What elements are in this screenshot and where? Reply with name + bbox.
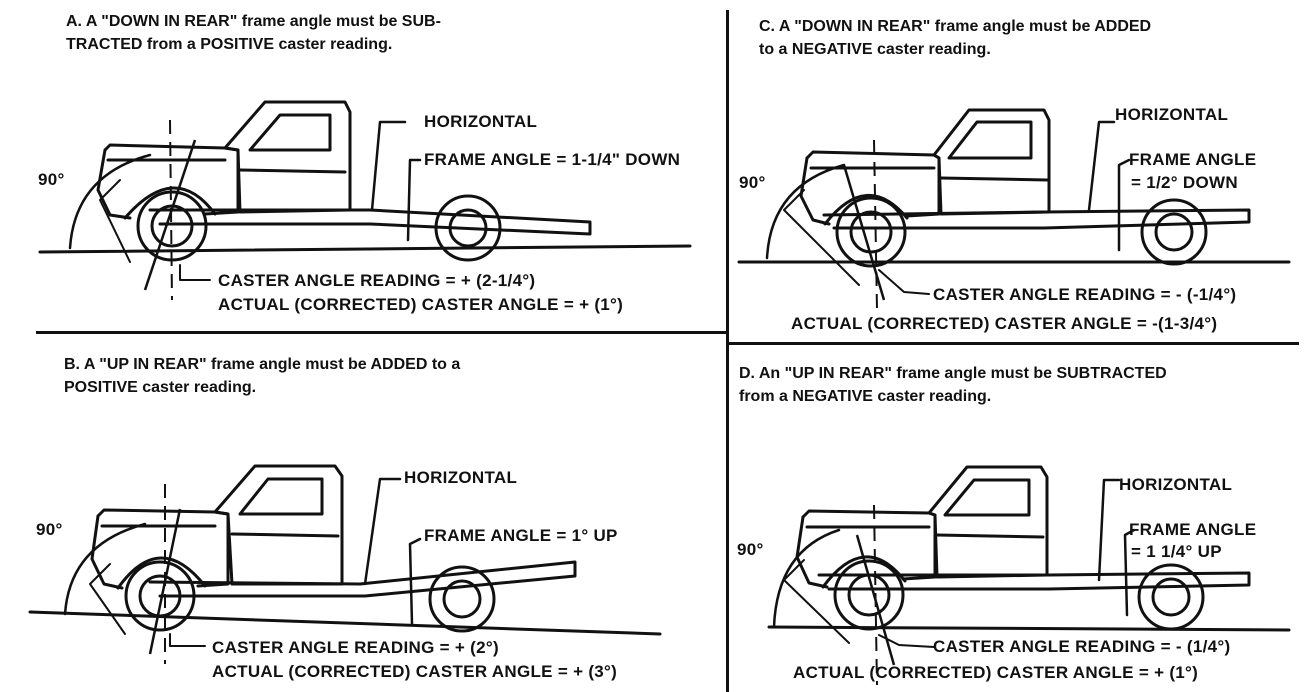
panel-b-heading-line1: B. A "UP IN REAR" frame angle must be AD… [64, 356, 461, 373]
panel-a: A. A "DOWN IN REAR" frame angle must be … [0, 0, 726, 331]
panel-a-actual-caster: ACTUAL (CORRECTED) CASTER ANGLE = + (1°) [218, 295, 624, 314]
panel-d-frame-angle-line2: = 1 1/4° UP [1131, 542, 1222, 561]
frame-rail [148, 560, 577, 598]
panel-c-heading-line2: to a NEGATIVE caster reading. [759, 41, 991, 58]
panel-b-caster-reading: CASTER ANGLE READING = + (2°) [212, 638, 499, 657]
rear-wheel [428, 565, 496, 633]
horizontal-divider-right [729, 342, 1299, 345]
panel-b: B. A "UP IN REAR" frame angle must be AD… [0, 334, 726, 692]
ground-line [38, 244, 692, 254]
panel-c-ninety-label: 90° [739, 173, 766, 192]
front-wheel [835, 196, 907, 268]
panel-c: C. A "DOWN IN REAR" frame angle must be … [729, 0, 1299, 342]
panel-a-horizontal-label: HORIZONTAL [424, 112, 538, 131]
rear-wheel [1137, 563, 1205, 631]
panel-d: D. An "UP IN REAR" frame angle must be S… [729, 345, 1299, 692]
vertical-divider [726, 10, 729, 692]
panel-a-caster-reading: CASTER ANGLE READING = + (2-1/4°) [218, 271, 536, 290]
truck-diagram-d [767, 465, 1291, 686]
panel-d-ninety-label: 90° [737, 540, 764, 559]
panel-d-caster-reading: CASTER ANGLE READING = - (1/4°) [933, 637, 1231, 656]
truck-diagram-c [737, 108, 1291, 311]
panel-d-heading-line1: D. An "UP IN REAR" frame angle must be S… [739, 365, 1167, 382]
horizontal-divider-left [36, 331, 726, 334]
panel-d-horizontal-label: HORIZONTAL [1119, 475, 1233, 494]
panel-c-actual-caster: ACTUAL (CORRECTED) CASTER ANGLE = -(1-3/… [791, 314, 1218, 333]
truck-diagram-b [28, 464, 662, 664]
rear-wheel [434, 194, 502, 262]
panel-a-ninety-label: 90° [38, 170, 65, 189]
panel-b-frame-angle-label: FRAME ANGLE = 1° UP [424, 526, 618, 545]
panel-a-frame-angle-label: FRAME ANGLE = 1-1/4" DOWN [424, 150, 681, 169]
panel-c-horizontal-label: HORIZONTAL [1115, 105, 1229, 124]
panel-a-heading-line1: A. A "DOWN IN REAR" frame angle must be … [66, 13, 441, 30]
front-wheel [124, 560, 196, 632]
panel-c-frame-angle-line2: = 1/2° DOWN [1131, 173, 1238, 192]
panel-b-actual-caster: ACTUAL (CORRECTED) CASTER ANGLE = + (3°) [212, 662, 618, 681]
panel-c-frame-angle-line1: FRAME ANGLE [1129, 150, 1257, 169]
panel-b-ninety-label: 90° [36, 520, 63, 539]
front-wheel [833, 559, 905, 631]
ground-line [767, 625, 1291, 632]
ground-line [28, 610, 662, 636]
panel-c-caster-reading: CASTER ANGLE READING = - (-1/4°) [933, 285, 1237, 304]
panel-d-heading-line2: from a NEGATIVE caster reading. [739, 388, 992, 405]
panel-b-heading-line2: POSITIVE caster reading. [64, 379, 257, 396]
rear-wheel [1140, 198, 1208, 266]
panel-b-horizontal-label: HORIZONTAL [404, 468, 518, 487]
truck-diagram-a [38, 100, 692, 301]
panel-d-actual-caster: ACTUAL (CORRECTED) CASTER ANGLE = + (1°) [793, 663, 1199, 682]
panel-a-heading-line2: TRACTED from a POSITIVE caster reading. [66, 36, 393, 53]
panel-d-frame-angle-line1: FRAME ANGLE [1129, 520, 1257, 539]
panel-c-heading-line1: C. A "DOWN IN REAR" frame angle must be … [759, 18, 1152, 35]
